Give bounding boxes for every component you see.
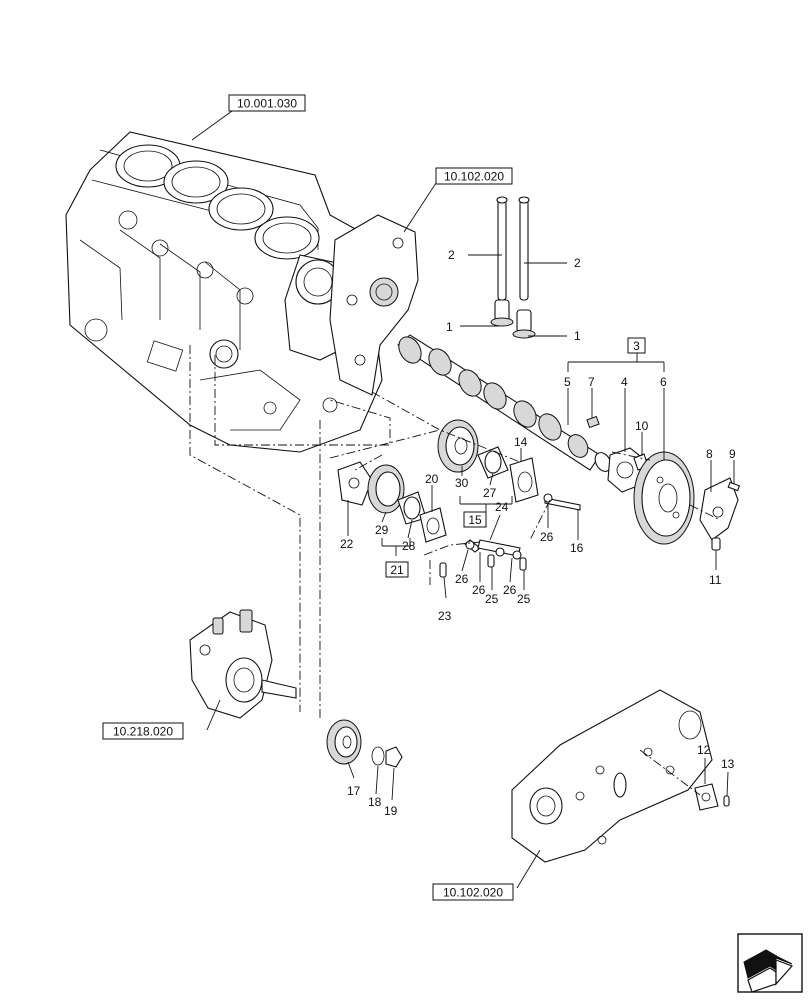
reference-box-front-cover[interactable]: 10.102.020 (432, 883, 514, 901)
pump-gear (326, 719, 403, 768)
callout-11[interactable]: 11 (709, 573, 722, 587)
callout-28[interactable]: 28 (402, 539, 416, 553)
reference-label-front-cover: 10.102.020 (443, 886, 503, 900)
callout-26-b[interactable]: 26 (472, 583, 486, 597)
callout-9[interactable]: 9 (729, 447, 736, 461)
fuel-pump (189, 609, 297, 719)
camshaft-gear (633, 451, 695, 545)
callout-26-right[interactable]: 26 (540, 530, 554, 544)
callout-8[interactable]: 8 (706, 447, 713, 461)
push-rods-and-tappets (490, 196, 536, 339)
assembly-label-15: 15 (468, 513, 482, 527)
reference-label-fuel-pump: 10.218.020 (113, 725, 173, 739)
callout-12[interactable]: 12 (697, 743, 711, 757)
reference-label-block: 10.001.030 (237, 97, 297, 111)
callout-14[interactable]: 14 (514, 435, 528, 449)
front-cover (511, 689, 713, 863)
callout-25-b[interactable]: 25 (517, 592, 531, 606)
callout-20[interactable]: 20 (425, 472, 439, 486)
assembly-box-3[interactable]: 3 (627, 337, 646, 354)
fasteners (439, 493, 581, 578)
callout-1-right[interactable]: 1 (574, 329, 581, 343)
callout-26-c[interactable]: 26 (503, 583, 517, 597)
callout-7[interactable]: 7 (588, 375, 595, 389)
callout-29[interactable]: 29 (375, 523, 389, 537)
reference-label-gear-cover: 10.102.020 (444, 170, 504, 184)
callout-24[interactable]: 24 (495, 500, 509, 514)
callout-26-a[interactable]: 26 (455, 572, 469, 586)
callout-5[interactable]: 5 (564, 375, 571, 389)
idler-gear-lower (337, 461, 447, 543)
callout-30[interactable]: 30 (455, 476, 469, 490)
callout-10[interactable]: 10 (635, 419, 649, 433)
camshaft (397, 334, 612, 472)
gear-housing-plate (329, 214, 419, 396)
assembly-box-21[interactable]: 21 (385, 561, 409, 578)
leader-lines (191, 110, 735, 889)
callout-18[interactable]: 18 (368, 795, 382, 809)
reference-box-block[interactable]: 10.001.030 (228, 94, 306, 112)
assembly-label-3: 3 (633, 339, 640, 353)
callout-2-right[interactable]: 2 (574, 256, 581, 270)
assembly-box-15[interactable]: 15 (463, 511, 487, 528)
speed-sensor (694, 783, 730, 811)
callout-4[interactable]: 4 (621, 375, 628, 389)
sensor-plate (699, 477, 741, 551)
callout-16[interactable]: 16 (570, 541, 584, 555)
assembly-lines (189, 345, 721, 796)
callout-1-left[interactable]: 1 (446, 320, 453, 334)
callout-13[interactable]: 13 (721, 757, 735, 771)
reference-box-fuel-pump[interactable]: 10.218.020 (102, 722, 184, 740)
engine-block (65, 131, 383, 453)
callout-2-left[interactable]: 2 (448, 248, 455, 262)
callouts: 2 2 1 1 5 7 4 6 10 8 9 11 14 16 26 27 30… (340, 248, 736, 818)
next-page-arrow-icon[interactable] (737, 933, 803, 993)
callout-6[interactable]: 6 (660, 375, 667, 389)
callout-19[interactable]: 19 (384, 804, 398, 818)
callout-27[interactable]: 27 (483, 486, 497, 500)
callout-23[interactable]: 23 (438, 609, 452, 623)
callout-25-a[interactable]: 25 (485, 592, 499, 606)
callout-22[interactable]: 22 (340, 537, 354, 551)
reference-box-gear-cover[interactable]: 10.102.020 (435, 167, 513, 185)
assembly-label-21: 21 (390, 563, 404, 577)
callout-17[interactable]: 17 (347, 784, 361, 798)
